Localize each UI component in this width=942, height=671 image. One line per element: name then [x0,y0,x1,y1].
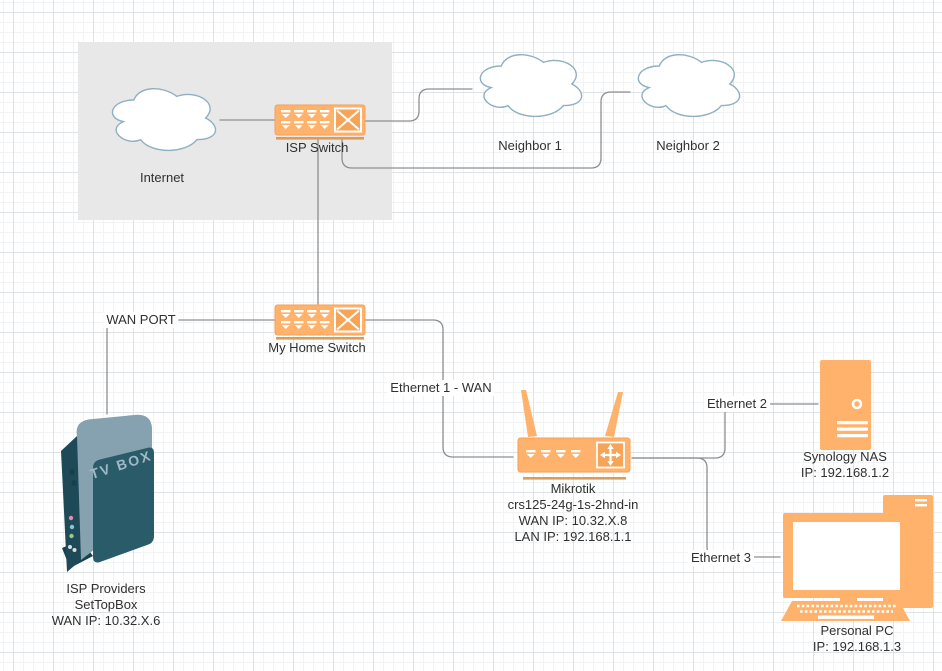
label-settopbox: ISP Providers SetTopBox WAN IP: 10.32.X.… [52,581,161,629]
label-nas-line1: Synology NAS [803,449,887,464]
label-settopbox-line3: WAN IP: 10.32.X.6 [51,613,161,628]
edge-mikrotik-to-pc-eth3[interactable] [631,457,781,558]
edge-isp-switch-to-neighbor2[interactable] [341,91,631,169]
settopbox-icon[interactable]: TV BOX [61,414,154,572]
label-mikrotik-line2: crs125-24g-1s-2hnd-in [507,497,639,512]
label-pc-line1: Personal PC [820,623,894,638]
cloud-icon-neighbor1[interactable] [479,54,583,117]
label-neighbor2: Neighbor 2 [656,138,720,153]
edge-settopbox-to-home-switch-wan[interactable] [106,319,275,415]
label-settopbox-line1: ISP Providers [66,581,146,596]
cloud-icon-neighbor2[interactable] [637,54,741,117]
switch-icon-isp[interactable] [275,105,365,140]
label-mikrotik-line1: Mikrotik [550,481,596,496]
label-nas-line2: IP: 192.168.1.2 [800,465,890,480]
label-edge-ethernet1: Ethernet 1 - WAN [387,380,495,396]
edge-isp-switch-to-neighbor1[interactable] [364,88,473,122]
label-neighbor1: Neighbor 1 [498,138,562,153]
label-mikrotik-line4: LAN IP: 192.168.1.1 [514,529,632,544]
label-internet: Internet [139,170,185,185]
label-edge-ethernet2: Ethernet 2 [704,396,770,412]
router-icon[interactable] [517,390,631,480]
label-pc-line2: IP: 192.168.1.3 [812,639,902,654]
edge-mikrotik-to-nas-eth2[interactable] [631,403,819,459]
nas-icon[interactable] [820,360,871,450]
cloud-icon-internet[interactable] [111,88,217,151]
label-edge-ethernet3: Ethernet 3 [688,550,754,566]
label-mikrotik: Mikrotik crs125-24g-1s-2hnd-in WAN IP: 1… [508,481,639,545]
label-nas: Synology NAS IP: 192.168.1.2 [801,449,889,481]
label-pc: Personal PC IP: 192.168.1.3 [813,623,901,655]
label-isp-switch: ISP Switch [285,140,349,155]
label-settopbox-line2: SetTopBox [74,597,138,612]
pc-icon[interactable] [781,495,933,621]
label-mikrotik-line3: WAN IP: 10.32.X.8 [518,513,628,528]
switch-icon-home[interactable] [275,305,365,340]
label-edge-wan-port: WAN PORT [103,312,179,328]
label-home-switch: My Home Switch [268,340,366,355]
